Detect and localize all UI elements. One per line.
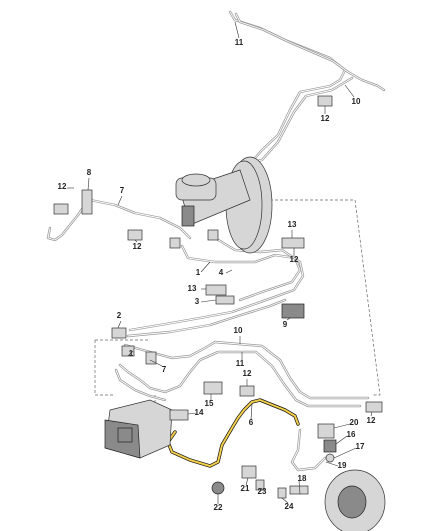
callout-3: 3: [195, 297, 200, 306]
callout-23: 23: [258, 487, 267, 496]
highlighted-pipe-fill: [167, 399, 299, 467]
clip-top-12: [317, 95, 333, 107]
frame-left: [94, 340, 115, 396]
callout-15: 15: [205, 399, 214, 408]
bracket-21: [241, 465, 257, 479]
leader-lines: [67, 21, 373, 504]
callout-12: 12: [321, 114, 330, 123]
brake-booster: [169, 156, 273, 254]
clip-12-lower: [127, 229, 143, 241]
clip-13-left: [205, 284, 227, 296]
callout-19: 19: [338, 461, 347, 470]
clip-3: [215, 295, 235, 305]
master-cylinder-port: [181, 205, 195, 227]
clip-14: [169, 409, 189, 421]
callout-12: 12: [367, 416, 376, 425]
callout-7: 7: [162, 365, 167, 374]
callout-4: 4: [219, 268, 224, 277]
callout-11: 11: [235, 38, 244, 47]
callout-12: 12: [290, 255, 299, 264]
callout-18: 18: [298, 474, 307, 483]
clip-12-right: [365, 401, 383, 413]
fitting-2: [111, 327, 127, 339]
sensor-22: [211, 481, 225, 495]
brake-pipe-top-a: [228, 10, 347, 166]
callout-1: 1: [196, 268, 201, 277]
callout-12: 12: [243, 369, 252, 378]
callout-17: 17: [356, 442, 365, 451]
callout-13: 13: [288, 220, 297, 229]
fitting-7-lower: [145, 351, 157, 365]
callout-9: 9: [283, 320, 288, 329]
clip-15: [203, 381, 223, 395]
abs-unit: [104, 399, 173, 459]
reservoir-cap: [181, 173, 211, 187]
clip-12-mid: [239, 385, 255, 397]
callout-21: 21: [241, 484, 250, 493]
callout-10: 10: [352, 97, 361, 106]
callout-24: 24: [285, 502, 294, 511]
callout-22: 22: [214, 503, 223, 512]
hose-18: [289, 485, 309, 495]
bolt-17: [325, 453, 335, 463]
callout-1: 1: [129, 349, 134, 358]
bracket-8: [81, 189, 93, 215]
clip-left-12: [53, 203, 69, 215]
callout-12: 12: [133, 242, 142, 251]
clip-13-right: [281, 237, 305, 249]
callout-7: 7: [120, 186, 125, 195]
callout-14: 14: [195, 408, 204, 417]
bolt-24: [277, 487, 287, 499]
callout-10: 10: [234, 326, 243, 335]
sensor-16: [323, 439, 337, 453]
callout-11: 11: [236, 359, 245, 368]
frame-right: [240, 199, 381, 396]
clips-and-fittings: [53, 95, 383, 499]
bracket-20: [317, 423, 335, 439]
port-fitting-a: [169, 237, 181, 249]
port-fitting-b: [207, 229, 219, 241]
callout-16: 16: [347, 430, 356, 439]
callout-2: 2: [117, 311, 122, 320]
callout-6: 6: [249, 418, 254, 427]
callout-8: 8: [87, 168, 92, 177]
abs-connector: [117, 427, 133, 443]
brake-pipe-lower-c: [114, 368, 167, 402]
brake-disc: [324, 469, 386, 531]
brake-pipes: [46, 10, 386, 472]
callout-20: 20: [350, 418, 359, 427]
brake-pipe-mid-b: [128, 236, 305, 332]
callout-13: 13: [188, 284, 197, 293]
callout-12: 12: [58, 182, 67, 191]
brake-pipe-top-b: [234, 12, 386, 92]
sensor-9: [281, 303, 305, 319]
highlighted-brake-pipe-6: [166, 398, 300, 468]
disc-hub: [337, 485, 367, 519]
